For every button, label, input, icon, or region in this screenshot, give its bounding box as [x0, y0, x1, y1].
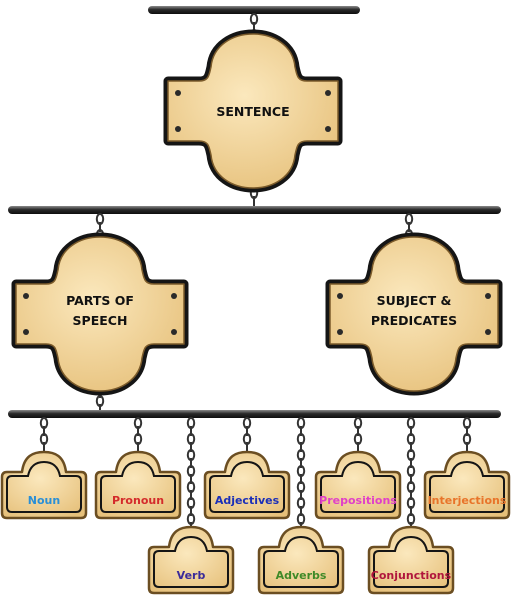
prepositions-label: Prepositions [319, 494, 397, 507]
noun-face [0, 450, 88, 520]
verb-face [147, 525, 235, 595]
rivet [485, 293, 491, 299]
adverbs-inner-frame [263, 535, 339, 588]
pronoun-plaque: Pronoun [94, 450, 182, 520]
adverbs-label: Adverbs [276, 569, 327, 582]
noun-label: Noun [28, 494, 60, 507]
conjunctions-label: Conjunctions [371, 569, 452, 582]
sentence-label: SENTENCE [216, 104, 289, 119]
lower-bar [8, 410, 501, 418]
subject-predicates-line-2: PREDICATES [371, 313, 457, 328]
top-bar [148, 6, 360, 14]
pronoun-inner-frame [100, 460, 176, 513]
verb-plaque: Verb [147, 525, 235, 595]
pronoun-chain [133, 417, 143, 452]
rivet [337, 293, 343, 299]
sentence-face [167, 33, 339, 189]
adjectives-chain [242, 417, 252, 452]
rivet [175, 126, 181, 132]
parts-of-speech-line-1: PARTS OF [66, 293, 134, 308]
prepositions-face [314, 450, 402, 520]
rivet [485, 329, 491, 335]
verb-chain [186, 417, 196, 527]
rivet [175, 90, 181, 96]
rivet [325, 126, 331, 132]
rivet [23, 329, 29, 335]
interjections-face [423, 450, 511, 520]
interjections-plaque: Interjections [423, 450, 511, 520]
adjectives-plaque: Adjectives [203, 450, 291, 520]
sentence-plaque: SENTENCE [163, 29, 343, 193]
adjectives-inner-frame [209, 460, 285, 513]
adjectives-label: Adjectives [215, 494, 280, 507]
rivet [337, 329, 343, 335]
middle-bar [8, 206, 501, 214]
conjunctions-face [367, 525, 455, 595]
verb-inner-frame [153, 535, 229, 588]
conjunctions-inner-frame [373, 535, 449, 588]
rivet [23, 293, 29, 299]
rivet [171, 329, 177, 335]
parts-of-speech-plaque: PARTS OF SPEECH [11, 232, 189, 396]
rivet [325, 90, 331, 96]
rivet [171, 293, 177, 299]
subject-predicates-face [329, 236, 499, 392]
verb-label: Verb [177, 569, 206, 582]
subject-predicates-plaque: SUBJECT & PREDICATES [325, 232, 503, 396]
noun-plaque: Noun [0, 450, 88, 520]
adverbs-plaque: Adverbs [257, 525, 345, 595]
parts-of-speech-face [15, 236, 185, 392]
prepositions-chain [353, 417, 363, 452]
adverbs-chain [296, 417, 306, 527]
interjections-chain [462, 417, 472, 452]
conjunctions-plaque: Conjunctions [367, 525, 455, 595]
noun-chain [39, 417, 49, 452]
prepositions-plaque: Prepositions [314, 450, 402, 520]
parts-of-speech-line-2: SPEECH [73, 313, 128, 328]
bars [8, 6, 501, 418]
pronoun-label: Pronoun [112, 494, 164, 507]
subject-predicates-line-1: SUBJECT & [377, 293, 452, 308]
noun-inner-frame [6, 460, 82, 513]
adverbs-face [257, 525, 345, 595]
adjectives-face [203, 450, 291, 520]
conjunctions-chain [406, 417, 416, 527]
interjections-inner-frame [429, 460, 505, 513]
prepositions-inner-frame [320, 460, 396, 513]
interjections-label: Interjections [428, 494, 507, 507]
pronoun-face [94, 450, 182, 520]
